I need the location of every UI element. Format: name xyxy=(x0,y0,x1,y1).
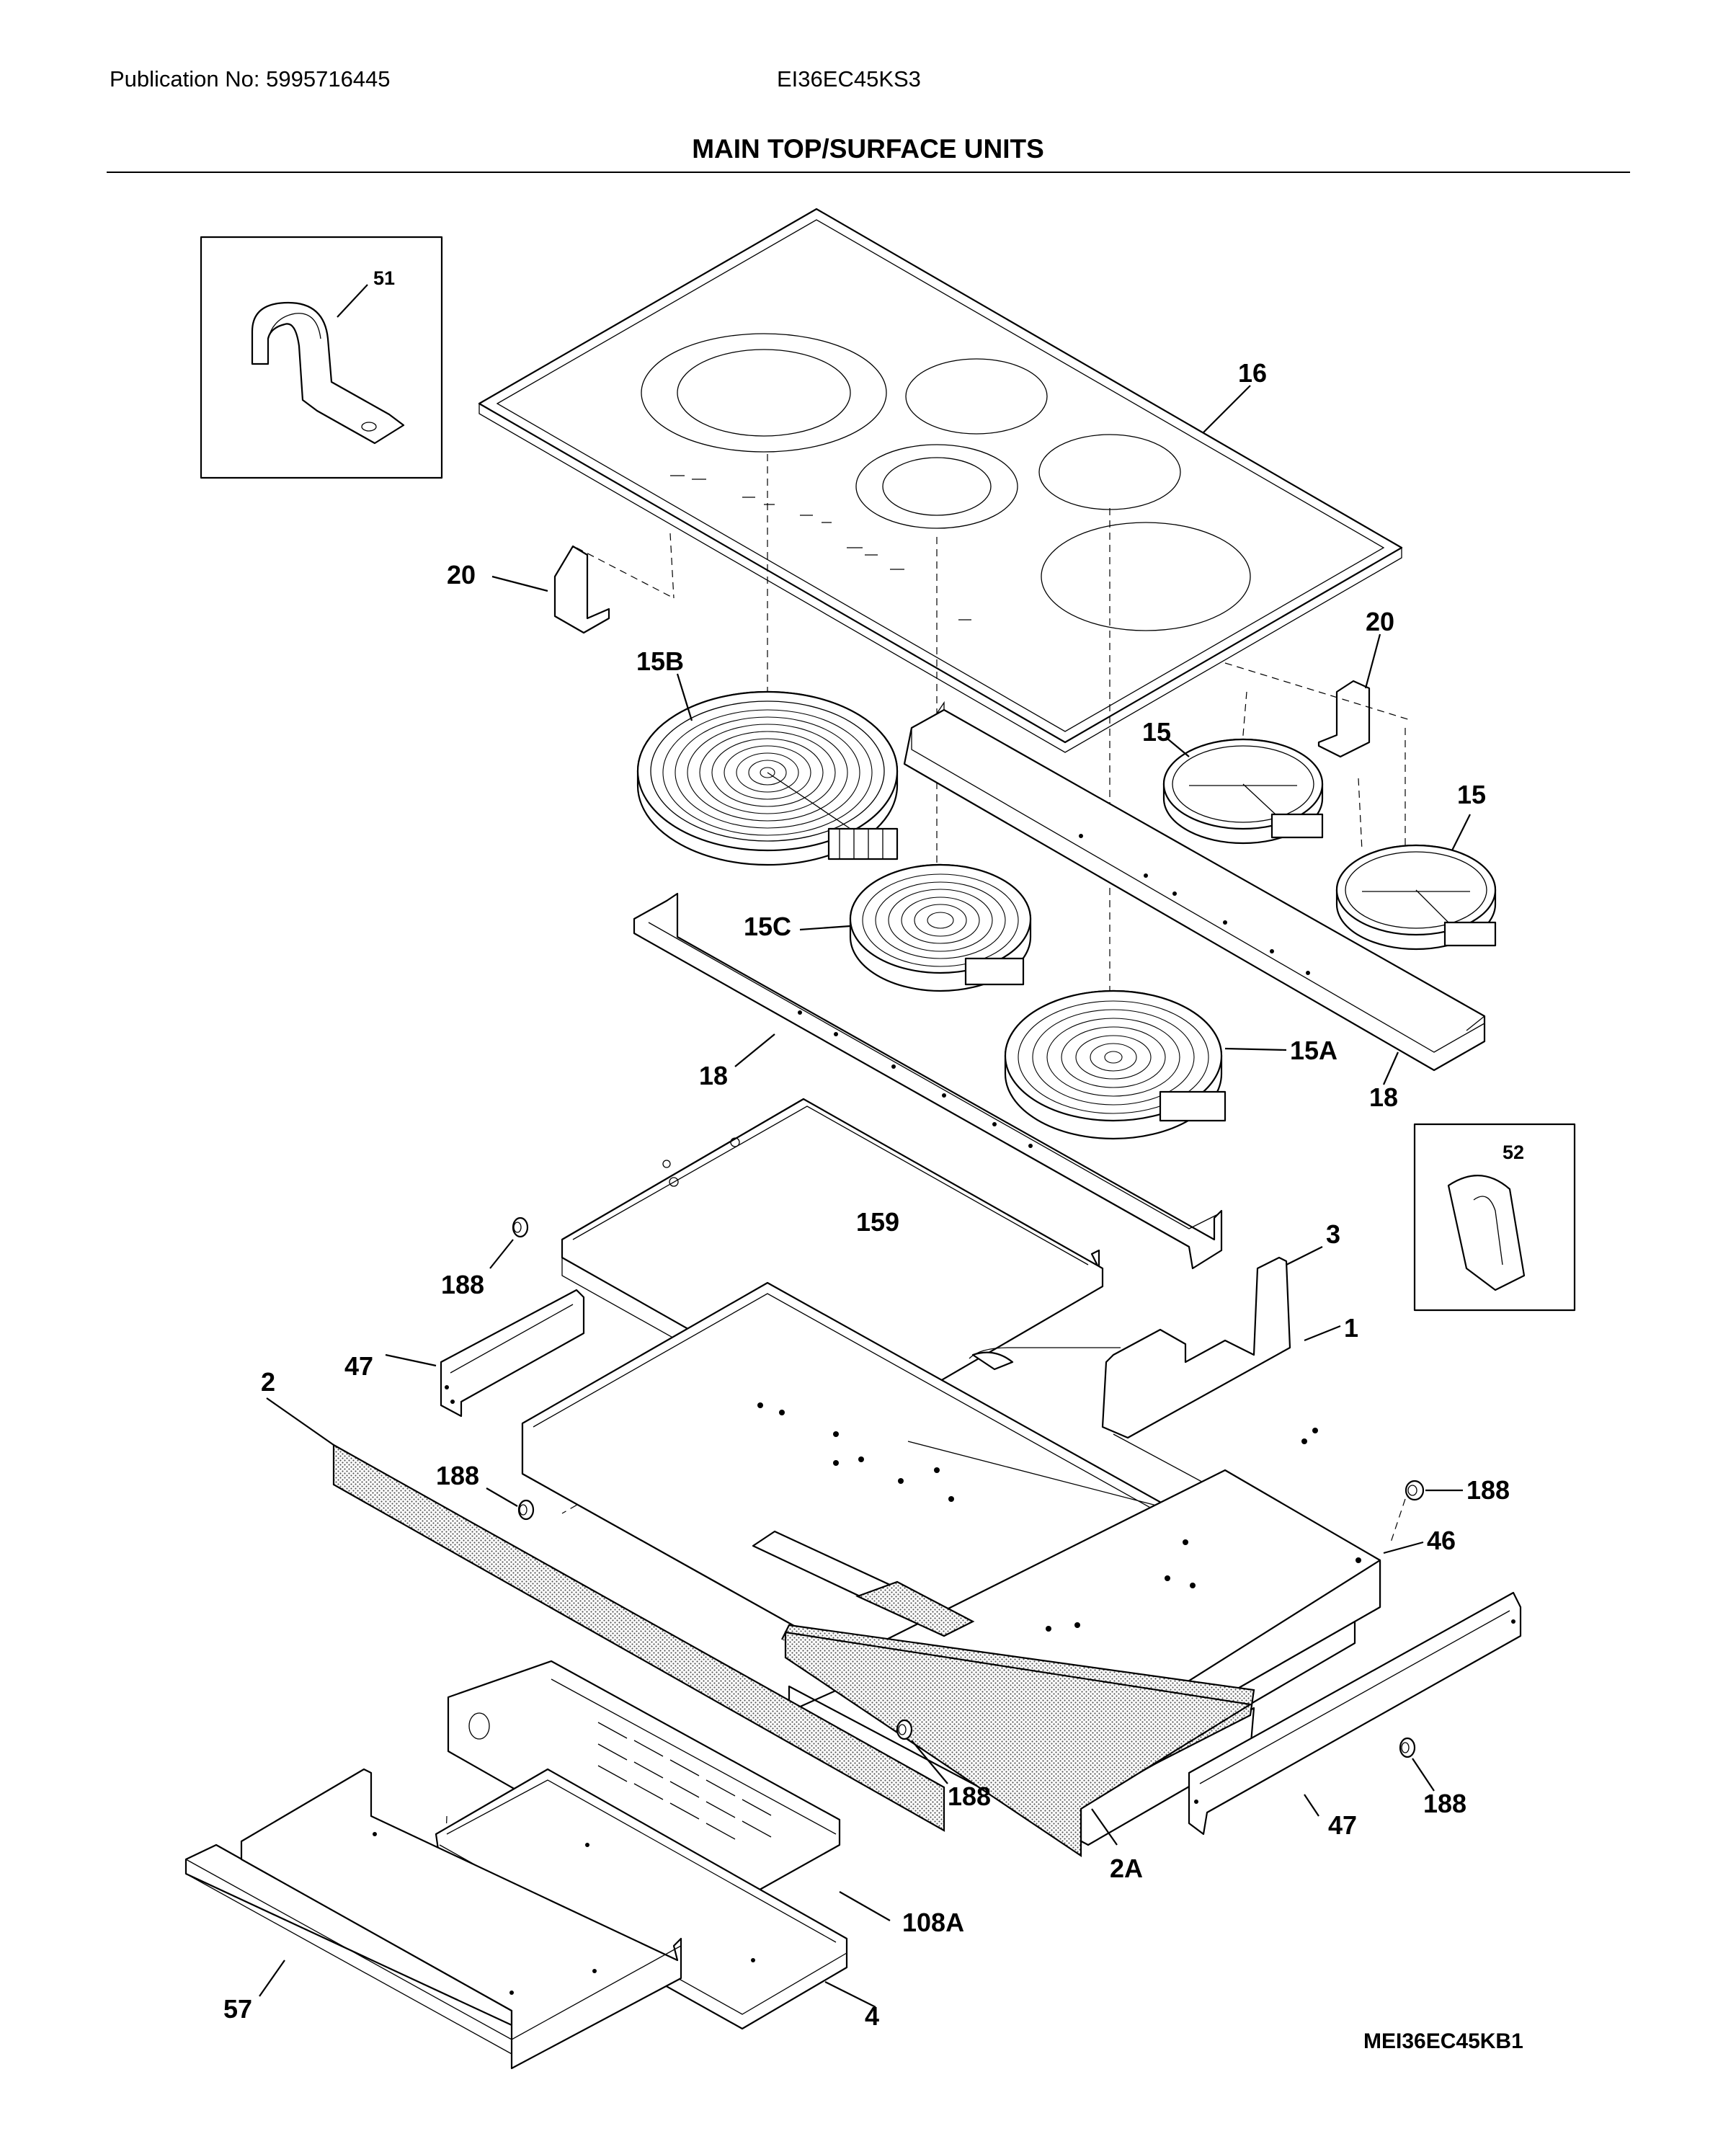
page-title: MAIN TOP/SURFACE UNITS xyxy=(692,134,1044,164)
callout-188-c: 188 xyxy=(1466,1475,1510,1505)
callout-188-a: 188 xyxy=(441,1270,484,1299)
part-15-radiant-element-lower[interactable] xyxy=(1335,844,1497,951)
callout-188-e: 188 xyxy=(1423,1789,1466,1818)
part-2A-mesh-panel[interactable] xyxy=(781,1624,1255,1858)
callout-15B: 15B xyxy=(636,646,684,676)
diagram-code: MEI36EC45KB1 xyxy=(1363,2029,1523,2053)
part-15-radiant-element-upper[interactable] xyxy=(1162,738,1324,845)
part-51-clip[interactable] xyxy=(200,236,443,479)
part-188-nut-e[interactable] xyxy=(1399,1737,1416,1758)
part-188-nut-a[interactable] xyxy=(512,1216,529,1238)
callout-15-lower: 15 xyxy=(1457,780,1486,809)
callout-51: 51 xyxy=(373,267,395,289)
callout-46: 46 xyxy=(1427,1526,1456,1555)
header-rule xyxy=(107,172,1630,173)
callout-188-d: 188 xyxy=(948,1782,991,1811)
part-16-glass-top[interactable] xyxy=(478,208,1403,753)
part-47-rail-left[interactable] xyxy=(440,1289,585,1418)
callout-1: 1 xyxy=(1344,1313,1358,1343)
callout-18-right: 18 xyxy=(1369,1082,1398,1112)
callout-159: 159 xyxy=(856,1207,899,1237)
callout-15-upper: 15 xyxy=(1142,717,1171,747)
callout-47-right: 47 xyxy=(1328,1810,1357,1840)
part-2-mesh-panel[interactable] xyxy=(332,1444,945,1832)
model-number: EI36EC45KS3 xyxy=(777,66,921,92)
part-20-bracket-left[interactable] xyxy=(553,545,610,634)
callout-188-b: 188 xyxy=(436,1461,479,1490)
callout-52: 52 xyxy=(1503,1142,1524,1163)
callout-15A: 15A xyxy=(1290,1036,1337,1065)
part-3-clip[interactable] xyxy=(969,1256,1291,1439)
callout-57: 57 xyxy=(223,1994,252,2024)
callout-18-left: 18 xyxy=(699,1061,728,1090)
part-20-bracket-right[interactable] xyxy=(1317,680,1371,758)
part-tray-upper[interactable] xyxy=(561,1098,1104,1428)
part-52-insulator[interactable] xyxy=(1413,1123,1576,1312)
part-15C-radiant-element[interactable] xyxy=(849,863,1032,992)
callout-3: 3 xyxy=(1326,1219,1340,1249)
part-188-nut-c[interactable] xyxy=(1405,1480,1425,1501)
callout-16: 16 xyxy=(1238,358,1267,388)
publication-number: Publication No: 5995716445 xyxy=(110,66,391,92)
part-57-front-tray[interactable] xyxy=(184,1768,682,2070)
callout-2A: 2A xyxy=(1110,1854,1143,1883)
part-18-rail-right[interactable] xyxy=(903,700,1486,1072)
callout-2: 2 xyxy=(261,1367,275,1397)
callout-108A: 108A xyxy=(902,1908,964,1937)
part-15A-radiant-element[interactable] xyxy=(1004,989,1227,1140)
part-188-nut-b[interactable] xyxy=(517,1499,535,1521)
part-188-nut-d[interactable] xyxy=(896,1719,913,1740)
callout-47-left: 47 xyxy=(344,1351,373,1381)
callout-4: 4 xyxy=(865,2001,879,2031)
part-47-rail-right[interactable] xyxy=(1188,1591,1522,1836)
callout-20-right: 20 xyxy=(1366,607,1394,636)
part-18-rail-left[interactable] xyxy=(633,892,1223,1270)
part-duct-center[interactable] xyxy=(752,1530,975,1637)
part-15B-radiant-element[interactable] xyxy=(636,690,899,866)
callout-15C: 15C xyxy=(744,912,791,941)
callout-20-left: 20 xyxy=(447,560,476,590)
